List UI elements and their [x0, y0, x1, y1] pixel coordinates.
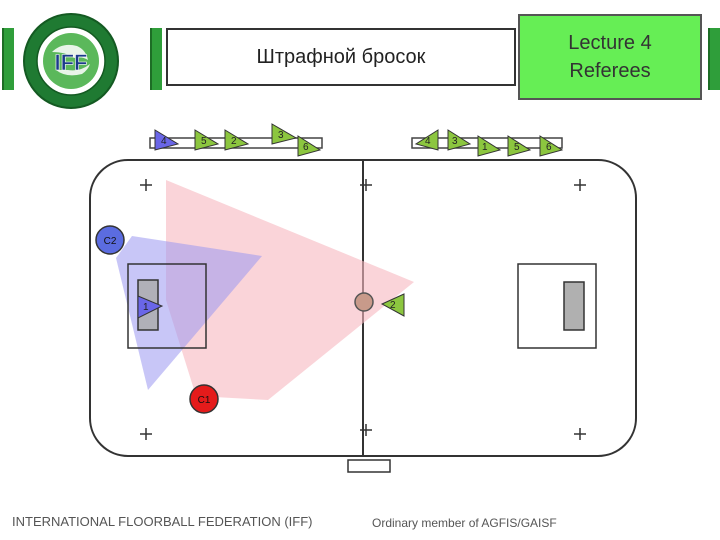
faceoff-marks	[140, 179, 586, 440]
bench-left-player-5	[297, 135, 322, 157]
bench-left-player-5-label: 6	[303, 142, 309, 153]
lecture-box: Lecture 4 Referees	[518, 14, 702, 100]
bench-left-player-2	[194, 129, 220, 151]
lecture-topic: Referees	[569, 60, 651, 82]
referee-c1-label: C1	[198, 395, 211, 406]
logo-letters: IFF	[55, 50, 88, 75]
player-blue-goalkeeper	[137, 295, 164, 319]
ball	[354, 292, 374, 312]
bench-right-player-3	[477, 135, 502, 157]
slide-title: Штрафной бросок	[256, 45, 426, 68]
bench-left-players: 4 5 2 3 6	[154, 123, 322, 157]
bench-left-player-2-label: 5	[201, 136, 207, 147]
bench-right-player-5-label: 6	[546, 142, 552, 153]
referee-c1	[189, 384, 219, 414]
bench-right-player-4-label: 5	[514, 142, 520, 153]
bench-right-player-4	[507, 135, 532, 157]
accent-bar-middle	[150, 28, 162, 90]
bench-left-player-4	[271, 123, 298, 145]
bench-left-player-4-label: 3	[278, 130, 284, 141]
bench-right-player-3-label: 1	[482, 142, 488, 153]
player-blue-goalkeeper-label: 1	[143, 302, 149, 313]
bench-right-player-5	[539, 135, 564, 157]
bench-right-players: 4 3 1 5 6	[414, 129, 564, 157]
accent-bar-right	[708, 28, 720, 90]
bench-left-player-3	[224, 129, 250, 151]
footer-federation: INTERNATIONAL FLOORBALL FEDERATION (IFF)	[12, 514, 313, 529]
referee-c2	[95, 225, 125, 255]
iff-logo: IFF	[22, 12, 120, 110]
bench-left-player-1-label: 4	[161, 136, 167, 147]
goal-area-right	[517, 263, 597, 349]
bench-right-player-1	[414, 129, 439, 151]
player-green-shooter	[380, 293, 405, 317]
zone-c1-pink	[166, 180, 414, 400]
bench-right-player-2-label: 3	[452, 136, 458, 147]
player-green-shooter-label: 2	[390, 300, 396, 311]
bench-left-player-1	[154, 129, 180, 151]
referee-c2-label: C2	[104, 236, 117, 247]
bench-left-player-3-label: 2	[231, 136, 237, 147]
bench-right-player-1-label: 4	[425, 136, 431, 147]
footer-membership: Ordinary member of AGFIS/GAISF	[372, 516, 557, 530]
bench-right-player-2	[447, 129, 472, 151]
zone-c2-blue	[116, 236, 262, 390]
lecture-number: Lecture 4	[568, 32, 652, 54]
accent-bar-left	[2, 28, 14, 90]
scorer-table	[347, 459, 391, 473]
slide-title-box: Штрафной бросок	[166, 28, 516, 86]
goal-area-left	[127, 263, 207, 349]
goal-right	[563, 281, 585, 331]
